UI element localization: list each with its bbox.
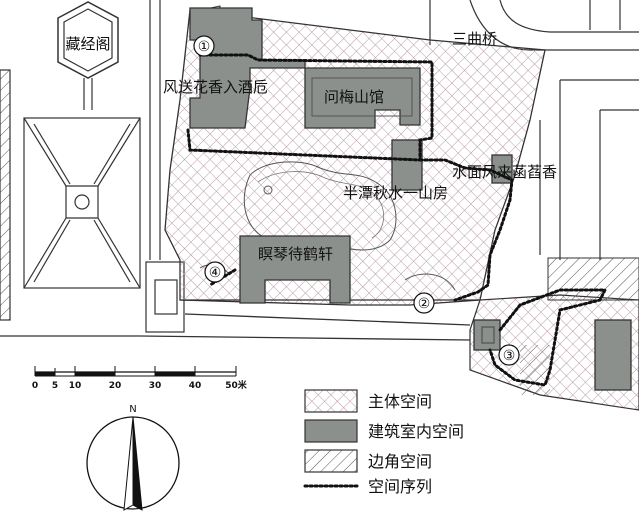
north-label: N [129, 404, 136, 415]
legend-label-indoor: 建筑室内空间 [368, 422, 464, 441]
marker-3: ③ [503, 348, 516, 364]
buildings [189, 7, 632, 391]
label-sanqiao: 三曲桥 [452, 30, 497, 48]
space-sequence-route [186, 53, 608, 387]
scale-tick-10: 10 [69, 381, 82, 391]
label-cangjingge: 藏经阁 [65, 35, 110, 53]
label-mingqin: 瞑琴待鹤轩 [258, 245, 333, 263]
building-lower-pavilion [473, 319, 501, 351]
legend-swatch-main [304, 389, 358, 413]
scale-tick-30: 30 [149, 381, 162, 391]
building-east [594, 319, 632, 391]
legend-label-main: 主体空间 [368, 392, 432, 411]
legend-label-corner: 边角空间 [368, 452, 432, 471]
legend-swatch-corner [304, 449, 358, 473]
building-banhu [391, 139, 423, 191]
scale-tick-50: 50米 [225, 379, 248, 391]
building-wenmei [304, 67, 421, 129]
surrounding-outlines [0, 0, 639, 337]
scale-bar: 0 5 10 20 30 40 50米 [32, 366, 248, 391]
legend-swatch-indoor [304, 419, 358, 443]
sequence-markers: ① ② ③ ④ [193, 35, 520, 366]
label-fengsong: 风送花香入酒卮 [163, 78, 268, 96]
building-shuimian [491, 154, 513, 184]
marker-4: ④ [209, 265, 222, 281]
label-shuimian: 水面风来菡萏香 [452, 163, 557, 181]
scale-tick-40: 40 [189, 381, 202, 391]
map-labels: 藏经阁 三曲桥 风送花香入酒卮 问梅山馆 水面风来菡萏香 半潭秋水一山房 瞑琴待… [65, 30, 557, 263]
scale-tick-0: 0 [32, 381, 38, 391]
label-banhu: 半潭秋水一山房 [343, 184, 448, 202]
label-wenmei: 问梅山馆 [324, 88, 384, 106]
scale-tick-20: 20 [109, 381, 122, 391]
north-arrow: N [86, 404, 180, 511]
legend-label-sequence: 空间序列 [368, 477, 432, 496]
marker-1: ① [198, 39, 211, 55]
scale-tick-5: 5 [52, 381, 58, 391]
building-fengsong [189, 7, 306, 129]
building-mingqin [239, 235, 351, 304]
marker-2: ② [418, 296, 431, 312]
legend: 主体空间 建筑室内空间 边角空间 空间序列 [303, 389, 464, 496]
